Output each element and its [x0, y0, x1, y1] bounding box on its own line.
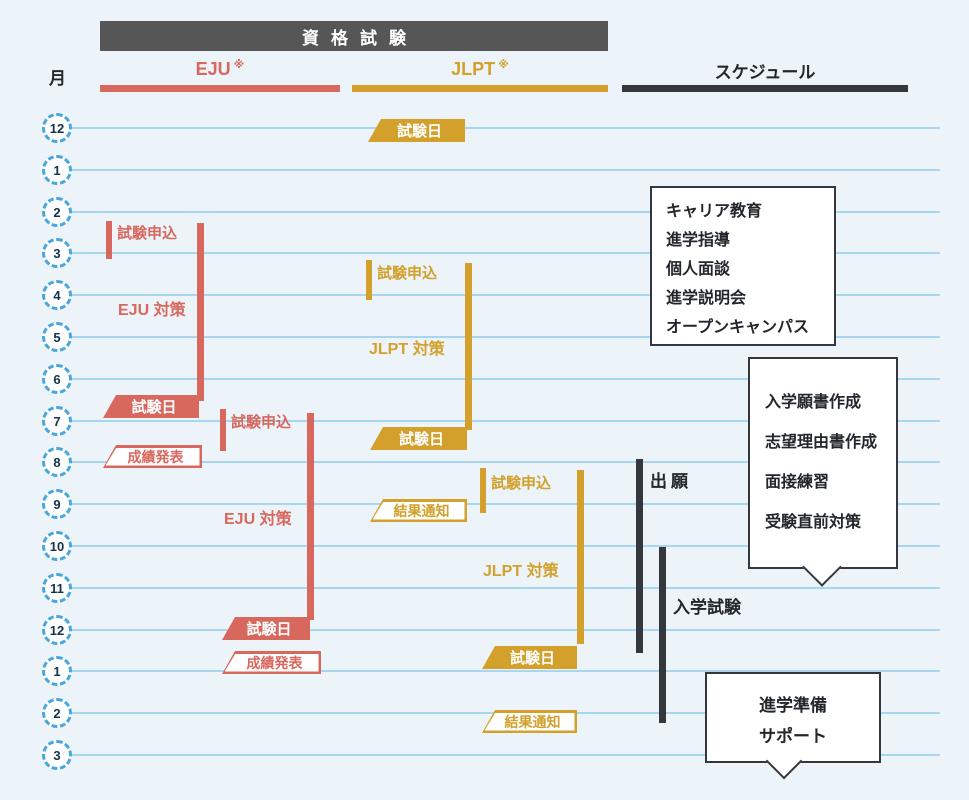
month-circle: 2 [42, 197, 72, 227]
jlpt-results-flag-2: 結果通知 [482, 710, 577, 733]
jlpt-prep-period-bar-2 [577, 470, 584, 644]
eju-apply-period-bar-2 [220, 409, 226, 451]
jlpt-exam-day-flag-2: 試験日 [482, 646, 577, 669]
jlpt-apply-label-2: 試験申込 [491, 475, 552, 492]
jlpt-prep-label-1: JLPT 対策 [369, 341, 445, 358]
eju-apply-period-bar-1 [106, 221, 112, 259]
bubble-line: 進学準備 [759, 696, 827, 715]
column-header-schedule: スケジュール [622, 58, 908, 83]
month-axis-label: 月 [49, 69, 66, 88]
eju-apply-label-2: 試験申込 [231, 414, 292, 431]
eju-column-bar [100, 85, 340, 92]
month-gridline [72, 169, 940, 171]
jlpt-apply-period-bar-2 [480, 468, 486, 513]
bubble-line: 受験直前対策 [765, 514, 862, 531]
month-gridline [72, 211, 940, 213]
bubble-line: 入学願書作成 [765, 394, 862, 411]
entrance-exam-period-bar [659, 547, 666, 723]
flag-label: 成績発表 [224, 653, 319, 672]
eju-exam-day-flag-2: 試験日 [222, 617, 310, 640]
month-gridline [72, 670, 940, 672]
month-gridline [72, 545, 940, 547]
month-circle: 3 [42, 740, 72, 770]
entrance-exam-label: 入学試験 [673, 598, 741, 617]
eju-prep-period-bar-2 [307, 413, 314, 620]
month-gridline [72, 461, 940, 463]
bubble-line: 進学説明会 [666, 290, 747, 307]
month-gridline [72, 294, 940, 296]
jlpt-label: JLPT [451, 59, 496, 79]
eju-note: ※ [233, 59, 245, 71]
bubble-line: 個人面談 [666, 261, 731, 278]
month-gridline [72, 503, 940, 505]
month-gridline [72, 420, 940, 422]
title-banner: 資格試験 [100, 21, 608, 51]
eju-results-flag-2: 成績発表 [222, 651, 321, 674]
eju-prep-label-1: EJU 対策 [118, 302, 186, 319]
bubble-line: キャリア教育 [666, 203, 763, 220]
month-circle: 12 [42, 113, 72, 143]
jlpt-column-bar [352, 85, 608, 92]
flag-label: 結果通知 [372, 501, 465, 520]
jlpt-prep-period-bar-1 [465, 263, 472, 430]
eju-results-flag-1: 成績発表 [103, 445, 202, 468]
month-circle: 11 [42, 573, 72, 603]
month-gridline [72, 629, 940, 631]
month-circle: 10 [42, 531, 72, 561]
flag-label: 試験日 [482, 646, 577, 669]
jlpt-apply-period-bar-1 [366, 260, 372, 300]
flag-label: 試験日 [103, 395, 199, 418]
month-gridline [72, 252, 940, 254]
month-circle: 9 [42, 489, 72, 519]
bubble-line: 面接練習 [765, 474, 830, 491]
application-label: 出願 [650, 472, 692, 491]
jlpt-exam-day-flag-1: 試験日 [370, 427, 467, 450]
eju-label: EJU [195, 59, 231, 79]
month-circle: 4 [42, 280, 72, 310]
month-gridline [72, 378, 940, 380]
career-support-bubble: キャリア教育 進学指導 個人面談 進学説明会 オープンキャンパス [650, 186, 836, 346]
column-header-eju: EJU※ [100, 58, 340, 80]
flag-label: 試験日 [370, 427, 467, 450]
jlpt-note: ※ [498, 59, 509, 71]
jlpt-results-flag-1: 結果通知 [370, 499, 467, 522]
bubble-tail [802, 547, 842, 587]
bubble-line: オープンキャンパス [666, 319, 810, 336]
bubble-line: サポート [759, 727, 827, 746]
flag-label: 成績発表 [105, 447, 200, 466]
month-circle: 2 [42, 698, 72, 728]
application-support-bubble: 入学願書作成 志望理由書作成 面接練習 受験直前対策 [748, 357, 898, 587]
month-circle: 1 [42, 155, 72, 185]
column-header-jlpt: JLPT※ [352, 58, 608, 80]
bubble-line: 進学指導 [666, 232, 731, 249]
eju-apply-label-1: 試験申込 [117, 225, 178, 242]
schedule-column-bar [622, 85, 908, 92]
eju-exam-day-flag-1: 試験日 [103, 395, 199, 418]
month-gridline [72, 336, 940, 338]
month-gridline [72, 127, 940, 129]
month-circle: 6 [42, 364, 72, 394]
month-circle: 5 [42, 322, 72, 352]
eju-prep-label-2: EJU 対策 [224, 511, 292, 528]
jlpt-exam-day-flag-0: 試験日 [368, 119, 465, 142]
month-circle: 1 [42, 656, 72, 686]
month-circle: 7 [42, 406, 72, 436]
flag-label: 結果通知 [484, 712, 575, 731]
preparation-support-bubble: 進学準備 サポート [705, 672, 881, 780]
month-gridline [72, 754, 940, 756]
bubble-line: 志望理由書作成 [765, 434, 878, 451]
schedule-label: スケジュール [714, 63, 816, 82]
jlpt-prep-label-2: JLPT 対策 [483, 563, 559, 580]
application-period-bar [636, 459, 643, 653]
eju-prep-period-bar-1 [197, 223, 204, 401]
month-circle: 12 [42, 615, 72, 645]
month-gridline [72, 587, 940, 589]
flag-label: 試験日 [222, 617, 310, 640]
month-circle: 8 [42, 447, 72, 477]
month-circle: 3 [42, 238, 72, 268]
jlpt-apply-label-1: 試験申込 [377, 265, 438, 282]
flag-label: 試験日 [368, 119, 465, 142]
